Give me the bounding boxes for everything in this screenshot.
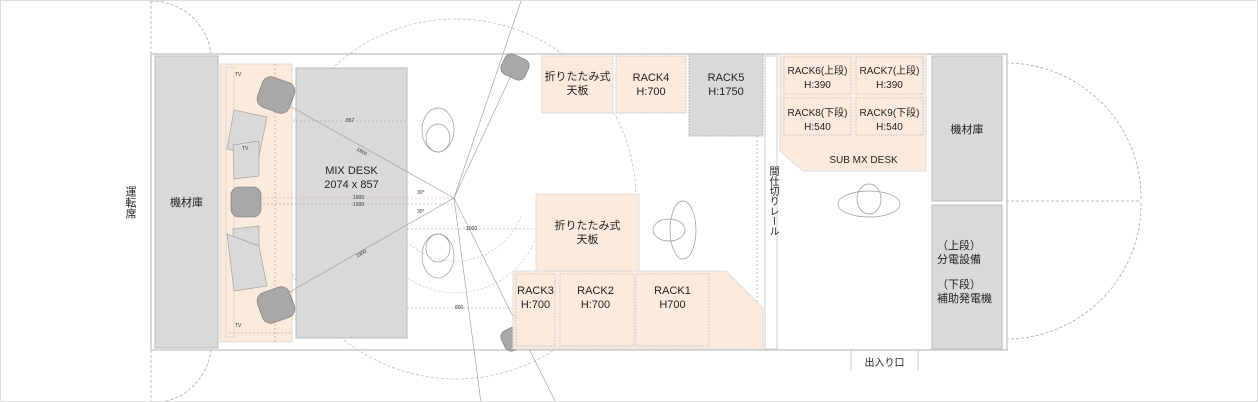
rack5-height: H:1750	[708, 86, 744, 98]
dim-aisle: 1000	[466, 226, 478, 232]
tv-label-1: TV	[235, 72, 242, 78]
sight-lines	[285, 1, 556, 401]
rack2-height: H:700	[580, 299, 611, 311]
rack1-height: H700	[659, 299, 686, 311]
rack4-name: RACK4	[632, 72, 670, 84]
rack6-name: RACK6(上段)	[787, 66, 848, 77]
folding-top-2	[535, 193, 640, 272]
storage-left-label: 機材庫	[170, 197, 203, 209]
dim-desk-depth: 857	[346, 118, 355, 124]
rack3-height: H:700	[520, 299, 551, 311]
rack7-name: RACK7(上段)	[859, 66, 920, 77]
rack8-name: RACK8(下段)	[787, 108, 848, 119]
rack-row	[512, 270, 764, 350]
power-upper-label: 分電設備	[937, 254, 981, 266]
tv-label-3: TV	[235, 323, 242, 329]
sub-mx-desk-label: SUB MX DESK	[829, 155, 898, 166]
folding-top-2-label: 折りたたみ式 天板	[554, 220, 621, 246]
folding-top-1-label: 折りたたみ式 天板	[544, 71, 611, 97]
storage-left	[154, 55, 219, 349]
rack9-name: RACK9(下段)	[859, 108, 920, 119]
rack5-box	[688, 53, 764, 137]
door-swings	[150, 1, 1142, 401]
mix-desk-label: MIX DESK	[325, 165, 378, 177]
chairs	[421, 107, 901, 279]
sub-mx-desk-area	[779, 53, 927, 172]
dim-gap: 800	[455, 305, 464, 311]
driver-seat-label: 運転席	[124, 186, 136, 219]
folding-top-1	[541, 55, 614, 114]
mix-desk-size: 2074 x 857	[324, 179, 379, 191]
dim-listen-distance: 1900	[353, 195, 365, 201]
dim-angle-a: 30°	[417, 190, 425, 196]
rack9-height: H:540	[876, 122, 903, 133]
rack8-height: H:540	[804, 122, 831, 133]
rack5-name: RACK5	[707, 72, 745, 84]
rack6-height: H:390	[804, 80, 831, 91]
storage-right-label: 機材庫	[950, 124, 984, 136]
dim-angle-b: 30°	[417, 209, 425, 215]
power-lower-label: 補助発電機	[937, 293, 992, 305]
power-lower-tag: （下段）	[937, 279, 981, 291]
rack2-name: RACK2	[577, 285, 614, 297]
dim-listen-distance-2: 1300	[353, 202, 365, 208]
entrance-label: 出入り口	[864, 358, 905, 369]
power-equipment	[931, 204, 1003, 350]
partition-rail-label: 間仕切りレール	[767, 166, 778, 236]
mix-desk	[295, 67, 408, 339]
rack4-box	[615, 55, 687, 114]
partition-rail	[764, 55, 778, 350]
rack3-name: RACK3	[517, 285, 554, 297]
power-upper-tag: （上段）	[937, 240, 981, 252]
rack4-height: H:700	[636, 86, 666, 98]
storage-right	[931, 55, 1003, 202]
rack7-height: H:390	[876, 80, 903, 91]
rack1-name: RACK1	[654, 285, 691, 297]
monitor-screens	[226, 109, 268, 292]
tv-label-2: TV	[242, 146, 249, 152]
